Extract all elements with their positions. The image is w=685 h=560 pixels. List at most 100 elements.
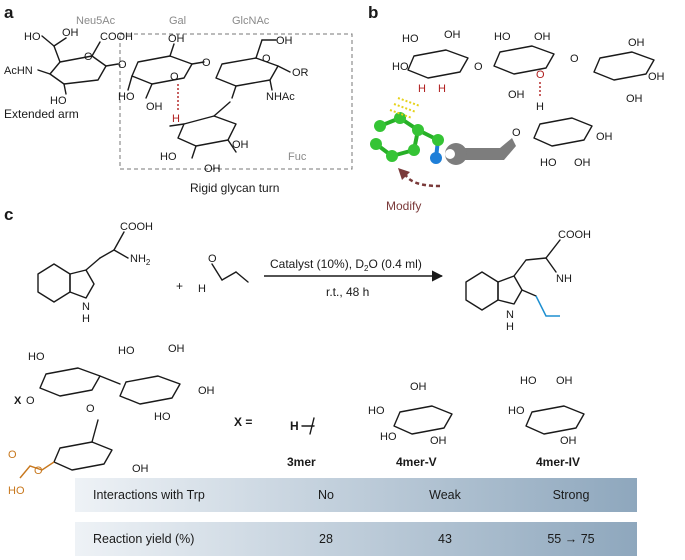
c-ring-2 bbox=[119, 375, 181, 405]
b-fuc-ring bbox=[533, 117, 593, 147]
b-oh-7: OH bbox=[596, 131, 613, 143]
b-oh-8: OH bbox=[574, 157, 591, 169]
neu5ac-oh-top: OH bbox=[62, 27, 79, 39]
c-oh-1: OH bbox=[168, 343, 185, 355]
b-gal-ring bbox=[407, 49, 469, 79]
b-glcnac-ring bbox=[493, 45, 555, 75]
propanal-o: O bbox=[208, 253, 217, 265]
glcnac-oh: OH bbox=[276, 35, 293, 47]
c-ring-3 bbox=[53, 441, 113, 471]
gal-o: O bbox=[170, 71, 179, 83]
v-ho-2: HO bbox=[380, 431, 397, 443]
fuc-oh-2: OH bbox=[204, 163, 221, 175]
glcnac-or: OR bbox=[292, 67, 309, 79]
trp-nh2: NH2 bbox=[130, 253, 151, 267]
table-cell: No bbox=[318, 488, 334, 502]
iv-oh-2: OH bbox=[560, 435, 577, 447]
b-h-2: H bbox=[438, 83, 446, 95]
panel-c-glycan: X O HO HO OH OH HO O OH OH OH O O HO X =… bbox=[8, 343, 585, 503]
panel-label-c: c bbox=[4, 205, 13, 224]
v-oh-2: OH bbox=[430, 435, 447, 447]
iv-oh: OH bbox=[556, 375, 573, 387]
panel-label-a: a bbox=[4, 3, 14, 22]
product-cooh: COOH bbox=[558, 229, 591, 241]
label-gal: Gal bbox=[169, 15, 186, 27]
propanal-h: H bbox=[198, 283, 206, 295]
panel-label-b: b bbox=[368, 3, 378, 22]
c-o-1: O bbox=[26, 395, 35, 407]
product-ethyl-chain bbox=[535, 295, 560, 317]
gal-ho: HO bbox=[118, 91, 135, 103]
product-benzene bbox=[465, 271, 499, 311]
b-right-ring bbox=[593, 51, 655, 81]
b-o-link-2: O bbox=[570, 53, 579, 65]
curved-arrow-icon bbox=[402, 171, 441, 188]
link-o-1: O bbox=[118, 59, 127, 71]
panel-a: Neu5Ac Gal GlcNAc Fuc COOH HO OH AcHN HO… bbox=[4, 15, 353, 195]
neu5ac-cooh: COOH bbox=[100, 31, 133, 43]
c-ho-1: HO bbox=[28, 351, 45, 363]
table-cell: 43 bbox=[438, 532, 452, 546]
indole-ball-model-icon bbox=[370, 112, 444, 164]
c-orange-ho: HO bbox=[8, 485, 25, 497]
x-equals: X = bbox=[234, 415, 252, 429]
panel-b: HO OH HO O H H HO OH O OH O H OH OH OH O… bbox=[370, 29, 665, 213]
v-oh: OH bbox=[410, 381, 427, 393]
reaction-catalyst: Catalyst (10%), D2O (0.4 ml) bbox=[270, 257, 422, 273]
b-oh-5: OH bbox=[648, 71, 665, 83]
reaction-conditions: r.t., 48 h bbox=[326, 285, 369, 299]
trp-h: H bbox=[82, 313, 90, 325]
row-label: Interactions with Trp bbox=[93, 488, 205, 502]
b-oh-4: OH bbox=[628, 37, 645, 49]
label-modify: Modify bbox=[386, 199, 421, 213]
panel-c-reaction: COOH NH2 N H + O H Catalyst (10%), D2O (… bbox=[37, 221, 591, 333]
four-mer-v-ring bbox=[393, 405, 453, 435]
gal-ring bbox=[131, 55, 193, 85]
c-oh-4: OH bbox=[132, 463, 149, 475]
link-o-2: O bbox=[202, 57, 211, 69]
fuc-h: H bbox=[172, 113, 180, 125]
product-n: N bbox=[506, 309, 514, 321]
fuc-oh: OH bbox=[232, 139, 249, 151]
label-4mer-v: 4mer-V bbox=[396, 455, 437, 469]
neu5ac-achn: AcHN bbox=[4, 65, 33, 77]
wrench-icon bbox=[460, 138, 516, 160]
neu5ac-ho-bottom: HO bbox=[50, 95, 67, 107]
glcnac-nhac: NHAc bbox=[266, 91, 295, 103]
fuc-ho: HO bbox=[160, 151, 177, 163]
iv-ho-2: HO bbox=[508, 405, 525, 417]
label-neu5ac: Neu5Ac bbox=[76, 15, 116, 27]
c-orange-o: O bbox=[34, 465, 43, 477]
label-4mer-iv: 4mer-IV bbox=[536, 455, 580, 469]
neu5ac-o: O bbox=[84, 51, 93, 63]
four-mer-iv-ring bbox=[525, 405, 585, 435]
b-oh-3: OH bbox=[508, 89, 525, 101]
glcnac-o: O bbox=[262, 53, 271, 65]
b-ho-3: HO bbox=[494, 31, 511, 43]
label-extended-arm: Extended arm bbox=[4, 107, 79, 121]
gal-oh: OH bbox=[168, 33, 185, 45]
b-o-red: O bbox=[536, 69, 545, 81]
b-h-1: H bbox=[418, 83, 426, 95]
c-carboxymethyl bbox=[19, 461, 55, 479]
label-glcnac: GlcNAc bbox=[232, 15, 270, 27]
table-row-bg-1 bbox=[75, 478, 637, 512]
trp-nh: N bbox=[82, 301, 90, 313]
c-x-label: X bbox=[14, 395, 22, 407]
table-cell: 28 bbox=[319, 532, 333, 546]
table-cell: Strong bbox=[552, 488, 590, 502]
b-oh-1: OH bbox=[444, 29, 461, 41]
three-mer-h: H bbox=[290, 419, 299, 433]
b-o-link-3: O bbox=[512, 127, 521, 139]
table-row-yield: Reaction yield (%) 28 43 55 → 75 bbox=[75, 522, 637, 556]
product-nh: NH bbox=[556, 273, 572, 285]
b-oh-6: OH bbox=[626, 93, 643, 105]
label-rigid-turn: Rigid glycan turn bbox=[190, 181, 279, 195]
c-ho-3: HO bbox=[154, 411, 171, 423]
row-label: Reaction yield (%) bbox=[93, 532, 195, 546]
b-o-link-1: O bbox=[474, 61, 483, 73]
label-3mer: 3mer bbox=[287, 455, 316, 469]
product-h: H bbox=[506, 321, 514, 333]
label-fuc: Fuc bbox=[288, 151, 307, 163]
